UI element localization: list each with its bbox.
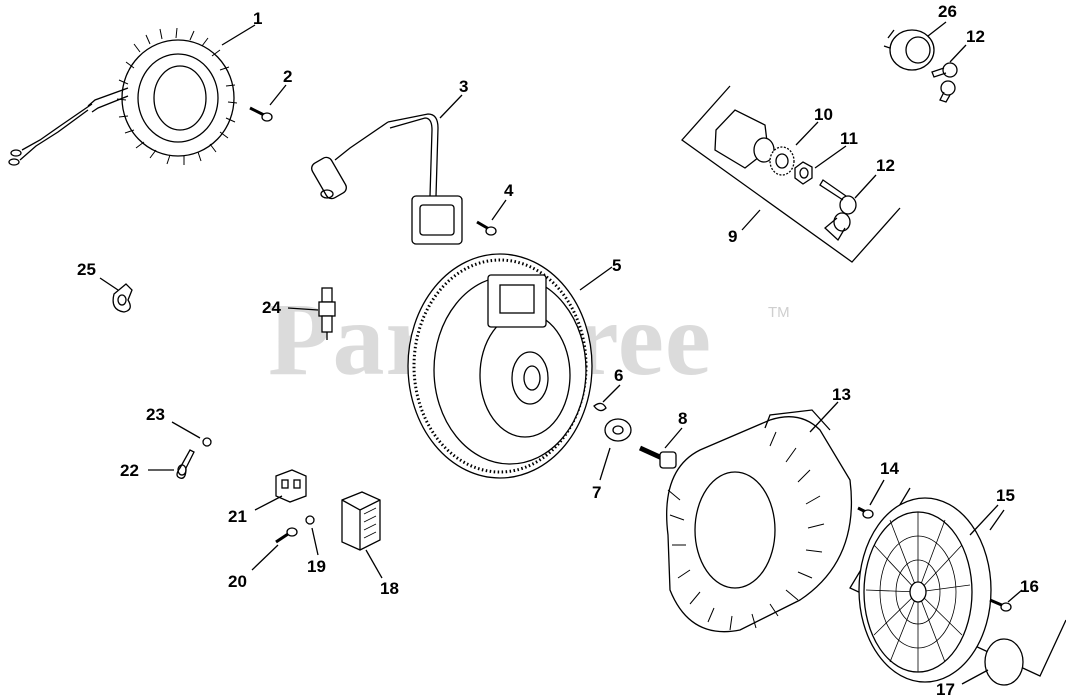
connector-part-21[interactable] bbox=[275, 469, 307, 503]
callout-18: 18 bbox=[380, 579, 399, 598]
decal-part-17[interactable] bbox=[984, 638, 1024, 686]
callout-24: 24 bbox=[262, 298, 281, 317]
callout-25: 25 bbox=[77, 260, 96, 279]
screw-part-14[interactable] bbox=[857, 506, 874, 519]
ignition-module-part[interactable] bbox=[309, 113, 463, 245]
flywheel-part[interactable] bbox=[407, 253, 593, 479]
rectifier-part[interactable] bbox=[341, 491, 381, 551]
spark-plug-part[interactable] bbox=[318, 287, 336, 340]
leader-line-7 bbox=[599, 447, 611, 481]
callout-3: 3 bbox=[459, 77, 469, 96]
callout-12b: 12 bbox=[876, 156, 895, 175]
callout-2: 2 bbox=[283, 67, 293, 86]
leader-line-21 bbox=[254, 495, 283, 511]
watermark-trademark: TM bbox=[768, 304, 790, 321]
leader-line-13 bbox=[809, 401, 839, 433]
leader-line-26 bbox=[927, 21, 947, 37]
callout-16: 16 bbox=[1020, 577, 1039, 596]
callout-17: 17 bbox=[936, 680, 955, 699]
callout-23: 23 bbox=[146, 405, 165, 424]
leader-line-25 bbox=[99, 277, 119, 291]
leader-line-2 bbox=[269, 84, 287, 106]
callout-9: 9 bbox=[728, 227, 738, 246]
callout-7: 7 bbox=[592, 483, 602, 502]
leader-line-18 bbox=[365, 549, 383, 579]
leader-line-17 bbox=[961, 669, 989, 685]
leader-line-6 bbox=[602, 384, 621, 403]
nut-part-10[interactable] bbox=[769, 146, 795, 176]
leader-line-20 bbox=[251, 544, 279, 571]
leader-line-12b bbox=[854, 174, 877, 199]
callout-15: 15 bbox=[996, 486, 1015, 505]
leader-line-1 bbox=[221, 24, 256, 46]
leader-line-11 bbox=[814, 145, 847, 169]
callout-20: 20 bbox=[228, 572, 247, 591]
callout-8: 8 bbox=[678, 409, 688, 428]
screw-part-4[interactable] bbox=[476, 220, 497, 236]
callout-21: 21 bbox=[228, 507, 247, 526]
keys-part-12a[interactable] bbox=[931, 62, 958, 103]
screw-part-2[interactable] bbox=[249, 106, 273, 122]
switch-part-26[interactable] bbox=[883, 29, 935, 71]
leader-line-15 bbox=[969, 504, 999, 536]
grass-screen-part[interactable] bbox=[858, 497, 992, 683]
washer-part-7[interactable] bbox=[604, 418, 632, 442]
washer-part-23[interactable] bbox=[202, 437, 212, 447]
screw-part-16[interactable] bbox=[989, 598, 1012, 612]
callout-6: 6 bbox=[614, 366, 624, 385]
leader-line-16 bbox=[1007, 589, 1023, 603]
callout-14: 14 bbox=[880, 459, 899, 478]
leader-line-10 bbox=[795, 121, 819, 146]
switch-kit-bracket bbox=[681, 85, 901, 263]
leader-line-5 bbox=[579, 266, 613, 291]
leader-line-19 bbox=[311, 527, 319, 556]
callout-19: 19 bbox=[307, 557, 326, 576]
callout-10: 10 bbox=[814, 105, 833, 124]
nut-part-11[interactable] bbox=[794, 161, 813, 185]
leader-line-23 bbox=[171, 421, 201, 439]
leader-line-4 bbox=[491, 199, 507, 221]
callout-4: 4 bbox=[504, 181, 514, 200]
ignition-switch-part[interactable] bbox=[714, 109, 775, 169]
key-part-6[interactable] bbox=[593, 402, 607, 412]
callout-22: 22 bbox=[120, 461, 139, 480]
keys-part-12b[interactable] bbox=[819, 179, 857, 242]
callout-1: 1 bbox=[253, 9, 263, 28]
callout-11: 11 bbox=[840, 129, 858, 148]
leader-line-3 bbox=[439, 94, 463, 119]
bolt-part-8[interactable] bbox=[638, 445, 677, 469]
callout-5: 5 bbox=[612, 256, 622, 275]
leader-line-24 bbox=[287, 307, 319, 311]
clamp-part-22[interactable] bbox=[176, 449, 195, 479]
callout-26: 26 bbox=[938, 2, 957, 21]
screw-part-20[interactable] bbox=[275, 527, 298, 544]
clip-part-25[interactable] bbox=[112, 283, 133, 313]
washer-part-19[interactable] bbox=[305, 515, 315, 525]
leader-line-12a bbox=[949, 44, 967, 63]
leader-line-14 bbox=[869, 479, 885, 506]
blower-housing-part[interactable] bbox=[666, 409, 853, 633]
callout-13: 13 bbox=[832, 385, 851, 404]
stator-part[interactable] bbox=[8, 27, 238, 166]
leader-line-8 bbox=[664, 427, 683, 449]
callout-12a: 12 bbox=[966, 27, 985, 46]
